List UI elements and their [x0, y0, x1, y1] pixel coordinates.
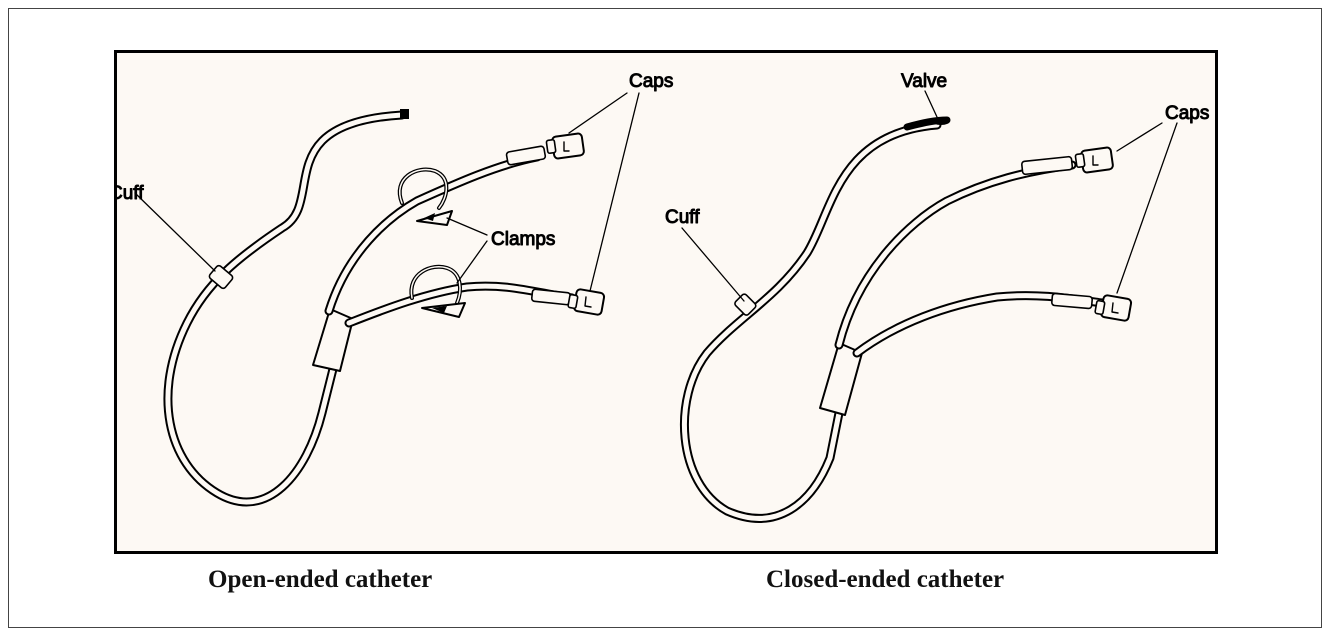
closed-leader-lines	[681, 90, 1178, 302]
open-lower-cap	[567, 288, 606, 316]
open-clamps-label: Clamps	[491, 229, 555, 250]
open-catheter-tip	[400, 109, 409, 119]
closed-upper-extension	[1021, 155, 1074, 176]
open-cuff-label: Cuff	[117, 183, 144, 204]
open-caps-label: Caps	[629, 71, 673, 92]
closed-ended-caption: Closed-ended catheter	[766, 566, 1005, 593]
closed-valve-label: Valve	[901, 71, 947, 92]
closed-ended-catheter: Valve Cuff Caps	[665, 71, 1210, 523]
open-hub	[312, 308, 354, 372]
closed-lower-extension	[1051, 292, 1093, 310]
diagram-panel: Cuff Caps Clamps	[114, 50, 1218, 554]
closed-caps-label: Caps	[1165, 103, 1209, 124]
closed-upper-lumen	[834, 160, 1077, 350]
closed-lower-cap	[1094, 294, 1133, 322]
open-upper-cap	[545, 132, 585, 160]
open-lower-clamp	[409, 264, 466, 318]
open-ended-catheter: Cuff Caps Clamps	[117, 71, 674, 507]
closed-catheter-tube	[680, 120, 942, 523]
open-upper-clamp	[397, 167, 453, 226]
open-upper-extension	[505, 145, 547, 166]
open-ended-caption: Open-ended catheter	[208, 566, 433, 593]
open-upper-lumen	[324, 152, 542, 316]
closed-cuff	[734, 293, 757, 316]
open-catheter-tube	[163, 110, 407, 507]
closed-catheter-valve-tip	[903, 116, 951, 131]
closed-cuff-label: Cuff	[665, 207, 700, 228]
open-leader-lines	[134, 92, 640, 292]
closed-upper-cap	[1074, 146, 1114, 174]
catheter-diagram: Cuff Caps Clamps	[117, 71, 1210, 523]
open-lower-extension	[530, 288, 572, 306]
